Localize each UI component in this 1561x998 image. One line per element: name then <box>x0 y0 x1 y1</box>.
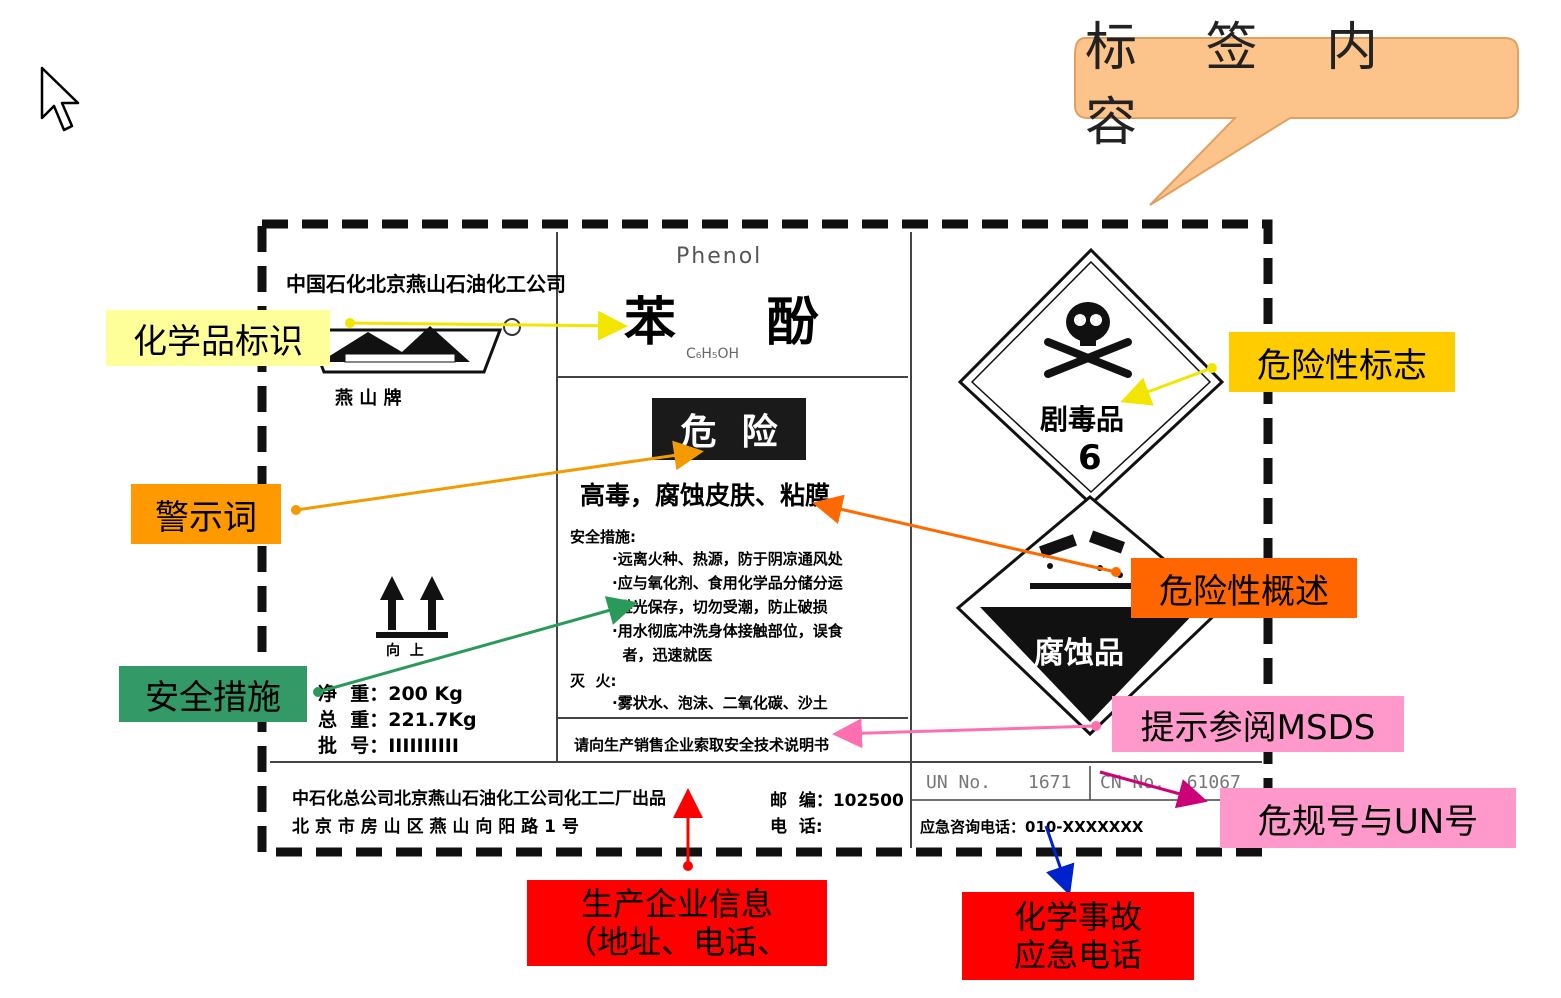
safety-line: ·用水彻底冲洗身体接触部位，误食 <box>612 622 843 640</box>
emergency-phone: 应急咨询电话：010-XXXXXXX <box>920 818 1144 836</box>
toxic-pictogram <box>957 247 1225 507</box>
annotation-producer-line2: （地址、电话、 <box>564 923 789 961</box>
annotation-producer: 生产企业信息 （地址、电话、 <box>527 880 827 966</box>
this-way-up-icon <box>376 576 448 638</box>
net-weight: 净 重：200 Kg <box>318 683 463 705</box>
toxic-class: 6 <box>1078 438 1102 478</box>
brand-name: 燕 山 牌 <box>335 388 402 409</box>
producer-line1: 中石化总公司北京燕山石油化工公司化工二厂出品 <box>292 789 666 809</box>
un-no-label: UN No. <box>926 772 992 793</box>
toxic-text: 剧毒品 <box>1040 403 1125 436</box>
annotation-emergency: 化学事故 应急电话 <box>962 892 1194 980</box>
batch-number: 批 号：IIIIIIIIII <box>318 735 459 757</box>
formula: C₆H₅OH <box>686 346 740 362</box>
callout-shape <box>1074 37 1519 206</box>
safety-line: ·远离火种、热源，防于阴凉通风处 <box>612 550 843 568</box>
corrosive-text: 腐蚀品 <box>1034 636 1124 671</box>
company-top: 中国石化北京燕山石油化工公司 <box>286 272 566 296</box>
dashed-border <box>257 219 1273 857</box>
english-name: Phenol <box>676 244 763 269</box>
msds-line: 请向生产销售企业索取安全技术说明书 <box>574 736 830 754</box>
hazard-summary: 高毒，腐蚀皮肤、粘膜 <box>580 481 831 510</box>
postcode: 邮 编：102500 <box>770 791 904 811</box>
producer-line2: 北 京 市 房 山 区 燕 山 向 阳 路 1 号 <box>292 817 579 837</box>
safety-line: 者，迅速就医 <box>612 646 713 664</box>
annotation-safety: 安全措施 <box>119 666 307 722</box>
fire-title: 灭 火: <box>570 672 617 690</box>
annotation-msds: 提示参阅MSDS <box>1112 696 1404 752</box>
annotation-signal-word: 警示词 <box>131 484 281 544</box>
signal-word: 危 险 <box>680 412 778 453</box>
skull-crossbones-icon <box>1044 302 1132 378</box>
fire-line: ·雾状水、泡沫、二氧化碳、沙土 <box>612 694 828 712</box>
annotation-hazard-symbol: 危险性标志 <box>1229 332 1455 392</box>
phone: 电 话: <box>770 817 823 837</box>
annotation-chemical-id: 化学品标识 <box>106 310 330 366</box>
arrow-cursor-icon <box>40 66 80 132</box>
chinese-name: 苯 酚 <box>624 293 819 353</box>
arrow-caption: 向 上 <box>386 643 424 659</box>
annotation-un-number: 危规号与UN号 <box>1220 788 1516 848</box>
annotation-emergency-line2: 应急电话 <box>1013 936 1142 974</box>
safety-line: ·避光保存，切勿受潮，防止破损 <box>612 598 828 616</box>
gross-weight: 总 重：221.7Kg <box>318 709 477 731</box>
safety-title: 安全措施: <box>570 528 636 546</box>
annotation-hazard-summary: 危险性概述 <box>1131 558 1357 618</box>
un-no-value: 1671 <box>1028 772 1072 793</box>
annotation-emergency-line1: 化学事故 <box>1013 898 1142 936</box>
mountain-logo-icon <box>305 318 521 374</box>
annotation-producer-line1: 生产企业信息 <box>580 885 773 923</box>
safety-line: ·应与氧化剂、食用化学品分储分运 <box>612 574 843 592</box>
